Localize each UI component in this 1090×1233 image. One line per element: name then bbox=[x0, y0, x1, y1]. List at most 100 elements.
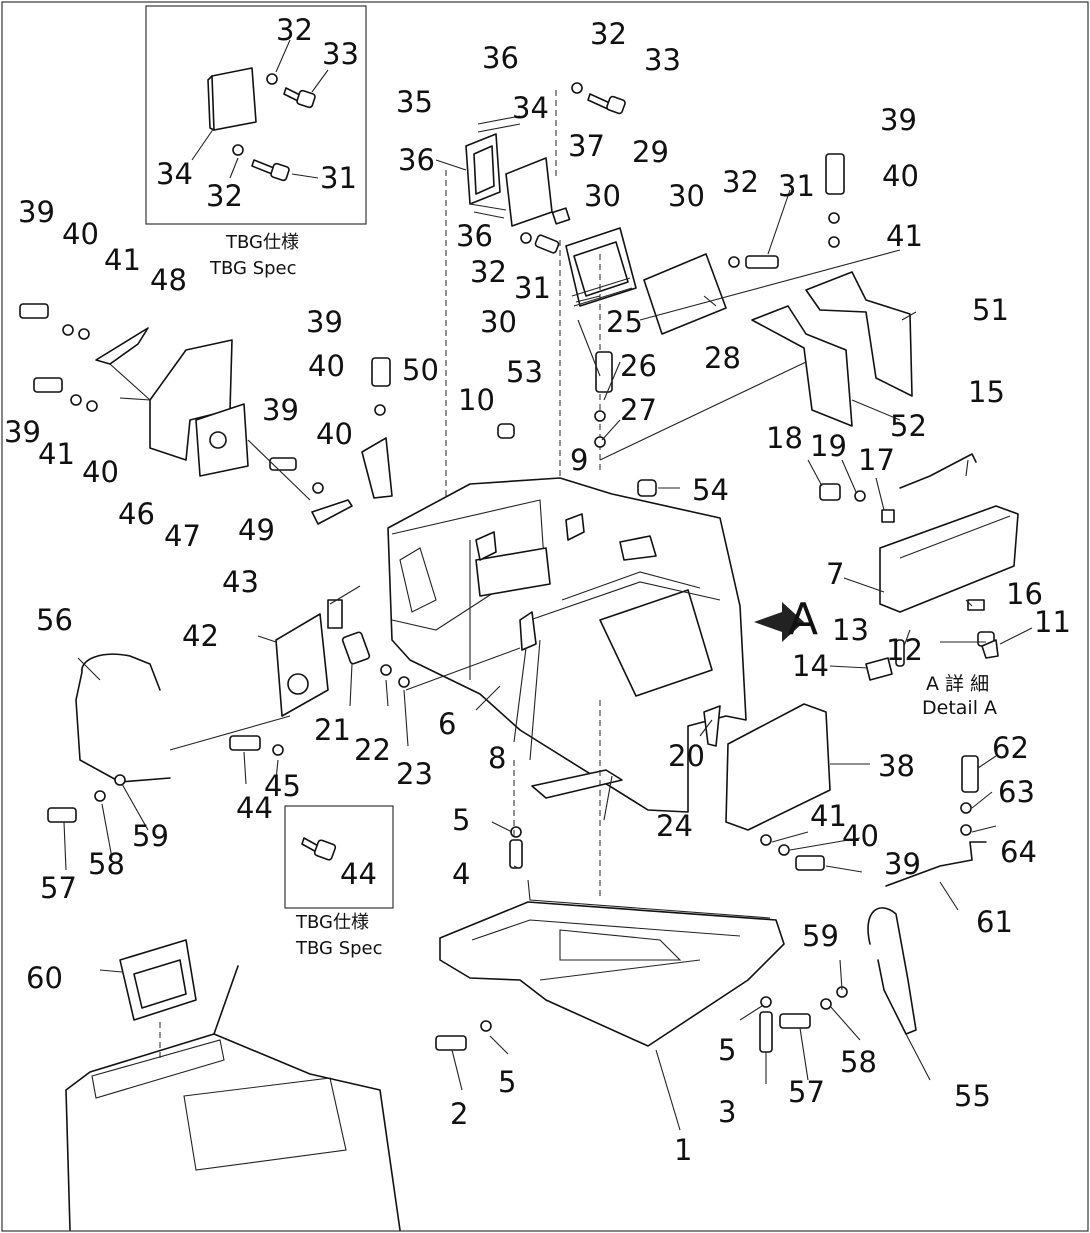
part-callout-23: 23 bbox=[396, 757, 433, 791]
part-callout-5: 5 bbox=[718, 1033, 736, 1067]
washer-40c bbox=[312, 482, 324, 494]
base-frame-1 bbox=[439, 901, 785, 1047]
spec-label-en-bottom: TBG Spec bbox=[295, 938, 383, 959]
plate-48 bbox=[95, 327, 149, 365]
part-callout-24: 24 bbox=[656, 809, 693, 843]
washer-40a bbox=[62, 324, 74, 336]
part-callout-43: 43 bbox=[222, 565, 259, 599]
part-callout-33: 33 bbox=[644, 43, 681, 77]
part-callout-16: 16 bbox=[1006, 577, 1043, 611]
washer-41b bbox=[86, 400, 98, 412]
part-callout-57: 57 bbox=[40, 871, 77, 905]
base-frame bbox=[435, 700, 848, 1053]
bolt-39d bbox=[371, 357, 391, 387]
reinforcement-10 bbox=[475, 531, 497, 561]
clamp-49 bbox=[311, 499, 353, 525]
part-callout-59: 59 bbox=[802, 919, 839, 953]
bolt-33-head bbox=[296, 89, 316, 109]
part-callout-22: 22 bbox=[354, 733, 391, 767]
washer-32 bbox=[266, 73, 278, 85]
cover-plate-34 bbox=[211, 67, 257, 131]
bolt-2 bbox=[435, 1035, 467, 1051]
bolt-57b bbox=[779, 1013, 811, 1029]
part-callout-2: 2 bbox=[450, 1097, 468, 1131]
frame-opening bbox=[599, 589, 713, 697]
bracket-24 bbox=[531, 769, 623, 799]
plate-42 bbox=[275, 613, 329, 717]
part-callout-63: 63 bbox=[998, 775, 1035, 809]
part-callout-55: 55 bbox=[954, 1079, 991, 1113]
washer-41e bbox=[828, 236, 840, 248]
washer-5c bbox=[760, 996, 772, 1008]
part-callout-32: 32 bbox=[722, 165, 759, 199]
spec-label-jp-bottom: TBG仕様 bbox=[295, 912, 369, 933]
washer-23 bbox=[398, 676, 410, 688]
part-callout-58: 58 bbox=[840, 1045, 877, 1079]
part-callout-61: 61 bbox=[976, 905, 1013, 939]
part-callout-17: 17 bbox=[858, 443, 895, 477]
washer-32d bbox=[520, 232, 532, 244]
part-callout-46: 46 bbox=[118, 497, 155, 531]
washer-63 bbox=[960, 802, 972, 814]
part-callout-30: 30 bbox=[668, 179, 705, 213]
gasket-30 bbox=[571, 277, 633, 307]
bolt-31d bbox=[534, 234, 560, 254]
part-callout-53: 53 bbox=[506, 355, 543, 389]
bolt-31-head bbox=[270, 162, 290, 182]
rod-15 bbox=[899, 453, 977, 489]
part-callout-29: 29 bbox=[632, 135, 669, 169]
part-callout-57: 57 bbox=[788, 1075, 825, 1109]
part-callout-7: 7 bbox=[826, 557, 844, 591]
bolt-39e bbox=[825, 153, 845, 195]
part-callout-60: 60 bbox=[26, 961, 63, 995]
part-callout-36: 36 bbox=[398, 143, 435, 177]
bolt-31e bbox=[745, 255, 779, 269]
part-callout-30: 30 bbox=[584, 179, 621, 213]
detail-a-en: Detail A bbox=[922, 697, 997, 719]
part-callout-64: 64 bbox=[1000, 835, 1037, 869]
spec-label-en-top: TBG Spec bbox=[209, 258, 297, 279]
part-callout-50: 50 bbox=[402, 353, 439, 387]
part-callout-44: 44 bbox=[236, 791, 273, 825]
part-callout-9: 9 bbox=[570, 443, 588, 477]
washer-59a bbox=[114, 774, 126, 786]
washer-45 bbox=[272, 744, 284, 756]
spec-box-frame bbox=[145, 5, 367, 225]
part-callout-31: 31 bbox=[778, 169, 815, 203]
pipe-55 bbox=[867, 907, 917, 1035]
part-callout-39: 39 bbox=[880, 103, 917, 137]
part-callout-15: 15 bbox=[968, 375, 1005, 409]
hood-outline bbox=[65, 965, 401, 1231]
right-bracket-group bbox=[599, 153, 913, 461]
gasket-35-inner bbox=[473, 145, 495, 195]
part-callout-40: 40 bbox=[62, 217, 99, 251]
part-callout-30: 30 bbox=[480, 305, 517, 339]
part-callout-8: 8 bbox=[488, 741, 506, 775]
washer-41a bbox=[78, 328, 90, 340]
part-callout-32: 32 bbox=[590, 17, 627, 51]
part-callout-21: 21 bbox=[314, 713, 351, 747]
washer-40f bbox=[778, 844, 790, 856]
bolt-39a bbox=[19, 303, 49, 319]
part-callout-62: 62 bbox=[992, 731, 1029, 765]
bolt-39b bbox=[33, 377, 63, 393]
part-callout-19: 19 bbox=[810, 429, 847, 463]
washer-41f bbox=[760, 834, 772, 846]
reinforcement-8 bbox=[519, 611, 537, 651]
part-11 bbox=[981, 639, 999, 659]
part-callout-26: 26 bbox=[620, 349, 657, 383]
part-callout-32: 32 bbox=[206, 179, 243, 213]
washer-19 bbox=[854, 490, 866, 502]
part-callout-31: 31 bbox=[320, 161, 357, 195]
part-callout-39: 39 bbox=[262, 393, 299, 427]
washer-5b bbox=[480, 1020, 492, 1032]
grommet-53 bbox=[497, 423, 515, 439]
bracket-47-hole bbox=[209, 431, 227, 449]
bolt-31-shank bbox=[251, 159, 275, 175]
plate-37 bbox=[551, 207, 571, 225]
part-callout-54: 54 bbox=[692, 473, 729, 507]
part-callout-59: 59 bbox=[132, 819, 169, 853]
bolt-25 bbox=[595, 351, 613, 393]
